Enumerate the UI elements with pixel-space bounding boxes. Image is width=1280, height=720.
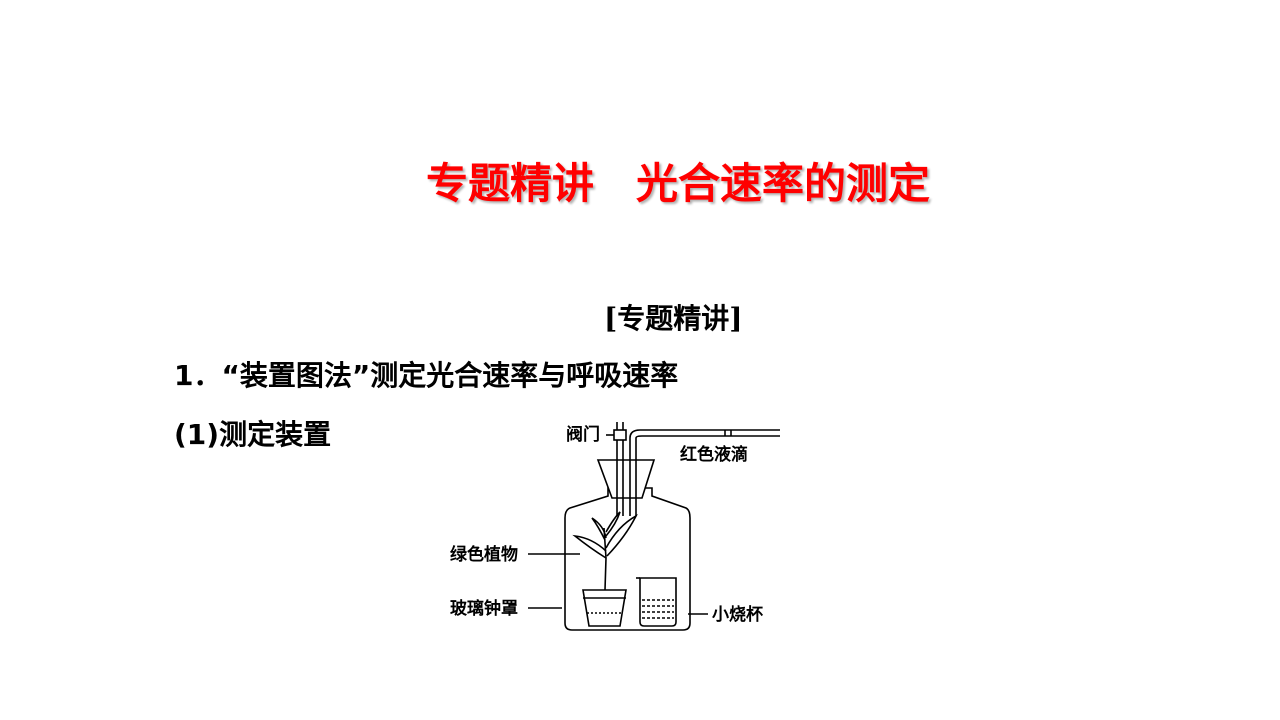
label-valve: 阀门 — [566, 424, 600, 445]
slide-title: 专题精讲 光合速率的测定 — [425, 159, 930, 208]
valve-icon — [613, 429, 627, 441]
heading-2: (1)测定装置 — [174, 418, 332, 451]
label-small-beaker: 小烧杯 — [712, 604, 763, 625]
capillary-tube — [629, 429, 780, 439]
bell-jar — [564, 487, 691, 631]
beaker-icon — [639, 577, 677, 627]
label-red-droplet: 红色液滴 — [680, 444, 748, 465]
stopper — [596, 459, 656, 499]
label-glass-bell-jar: 玻璃钟罩 — [450, 598, 518, 619]
label-green-plant: 绿色植物 — [450, 544, 518, 565]
heading-1: 1．“装置图法”测定光合速率与呼吸速率 — [174, 359, 679, 392]
apparatus-diagram: 阀门 红色液滴 绿色植物 玻璃钟罩 小烧杯 — [450, 422, 780, 631]
section-label: [专题精讲] — [604, 302, 743, 335]
plant-pot — [582, 589, 627, 627]
